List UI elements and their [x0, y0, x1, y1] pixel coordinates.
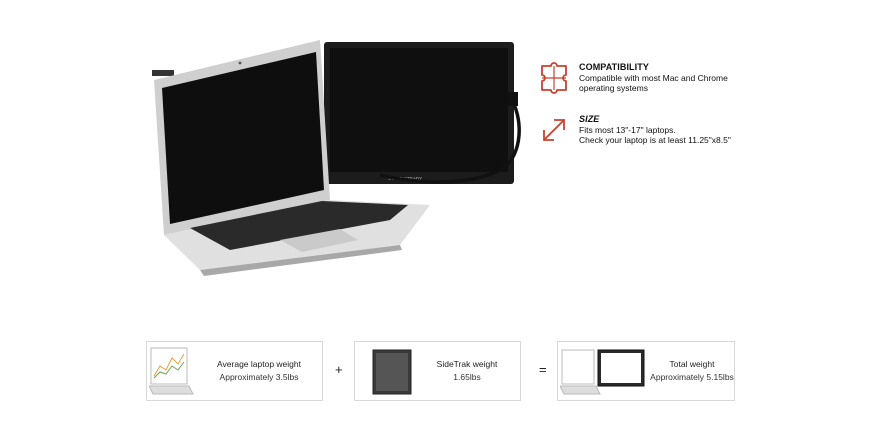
laptop-base	[164, 200, 430, 276]
laptop-thumbnail	[149, 347, 194, 395]
feature-description-line: operating systems	[579, 83, 648, 93]
resize-arrows-icon	[543, 119, 565, 141]
weight-label: Average laptop weight	[217, 359, 301, 369]
monitor-thumbnail	[372, 349, 412, 395]
weight-card-total: Total weight Approximately 5.15lbs	[557, 341, 735, 401]
trackpad	[280, 229, 358, 252]
plus-operator: +	[335, 362, 343, 377]
feature-compatibility: COMPATIBILITY Compatible with most Mac a…	[536, 60, 866, 104]
webcam-icon	[238, 61, 242, 65]
weight-card-laptop: Average laptop weight Approximately 3.5l…	[146, 341, 323, 401]
feature-description-line: Fits most 13"-17" laptops.	[579, 125, 676, 135]
feature-description-line: Check your laptop is at least 11.25"x8.5…	[579, 135, 731, 145]
cable-connector	[508, 92, 518, 106]
equals-operator: =	[539, 362, 547, 377]
feature-title: COMPATIBILITY	[579, 62, 649, 72]
usb-cable	[379, 99, 521, 184]
monitor-bracket	[152, 70, 174, 76]
weight-value: Approximately 3.5lbs	[219, 372, 299, 382]
weight-label: SideTrak weight	[436, 359, 498, 369]
weight-value: Approximately 5.15lbs	[650, 372, 734, 382]
laptop-screen	[154, 40, 330, 235]
keyboard	[190, 201, 408, 250]
puzzle-icon	[541, 62, 567, 94]
weight-label: Total weight	[669, 359, 715, 369]
combined-thumbnail	[560, 349, 645, 395]
weight-card-sidetrak: SideTrak weight 1.65lbs	[354, 341, 521, 401]
product-hero-illustration: STAND STEADY	[152, 40, 521, 276]
side-monitor: STAND STEADY	[324, 42, 514, 184]
feature-title: SIZE	[579, 114, 600, 124]
feature-size: SIZE Fits most 13"-17" laptops. Check yo…	[536, 112, 866, 156]
feature-description-line: Compatible with most Mac and Chrome	[579, 73, 728, 83]
weight-value: 1.65lbs	[453, 372, 481, 382]
